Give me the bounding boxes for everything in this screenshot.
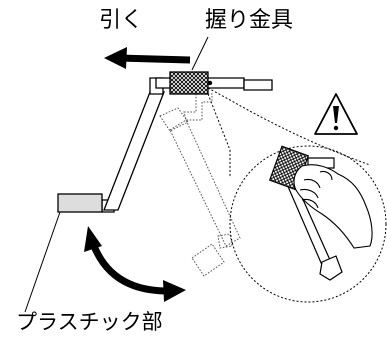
plastic-part: [57, 193, 103, 213]
warning-triangle-icon: [314, 93, 358, 135]
grip-fitting-label: 握り金具: [205, 8, 294, 33]
grip-leader-line: [191, 36, 209, 71]
rotation-arrow: [84, 226, 186, 302]
pull-arrow: [104, 47, 191, 69]
zoom-callout-lines: [207, 87, 371, 178]
zoom-detail-circle: [229, 145, 387, 303]
plastic-part-label: プラスチック部: [16, 310, 163, 334]
grip-fitting: [169, 71, 209, 95]
pull-label: 引く: [99, 8, 144, 33]
plastic-leader-line: [24, 211, 61, 313]
detail-hand: [293, 164, 373, 249]
crank-handle: [101, 77, 273, 213]
crank-ghost-outline: [159, 93, 241, 277]
